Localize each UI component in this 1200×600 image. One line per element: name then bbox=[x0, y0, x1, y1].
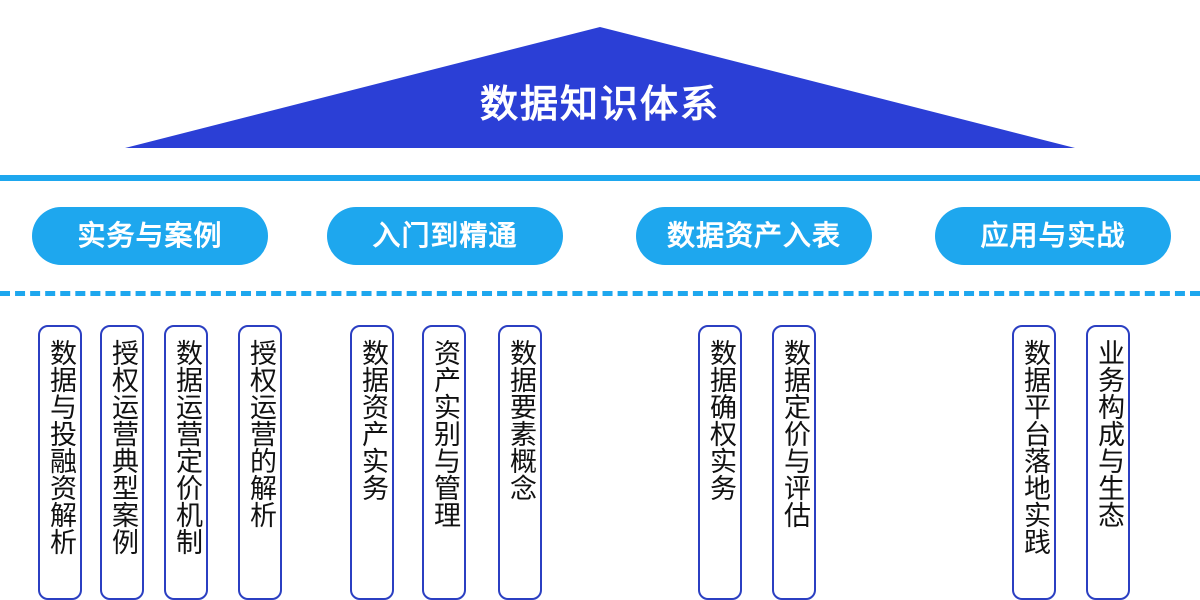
topic-text: 数据运营定价机制 bbox=[171, 339, 202, 555]
topic-box: 数据与投融资解析 bbox=[38, 325, 82, 600]
topic-text: 数据与投融资解析 bbox=[45, 339, 76, 555]
topic-text: 资产实别与管理 bbox=[429, 339, 460, 528]
solid-divider bbox=[0, 175, 1200, 181]
topic-box: 授权运营典型案例 bbox=[100, 325, 144, 600]
roof-triangle bbox=[125, 27, 1075, 148]
dashed-divider bbox=[0, 291, 1200, 296]
topic-box: 数据确权实务 bbox=[698, 325, 742, 600]
topic-text: 数据资产实务 bbox=[357, 339, 388, 501]
topic-text: 业务构成与生态 bbox=[1093, 339, 1124, 528]
topic-box: 数据定价与评估 bbox=[772, 325, 816, 600]
topic-text: 数据定价与评估 bbox=[779, 339, 810, 528]
topic-box: 授权运营的解析 bbox=[238, 325, 282, 600]
category-pill: 数据资产入表 bbox=[636, 207, 872, 265]
topic-text: 授权运营典型案例 bbox=[107, 339, 138, 555]
category-pill: 入门到精通 bbox=[327, 207, 563, 265]
topic-box: 数据运营定价机制 bbox=[164, 325, 208, 600]
category-pill: 应用与实战 bbox=[935, 207, 1171, 265]
category-pill: 实务与案例 bbox=[32, 207, 268, 265]
topic-text: 数据确权实务 bbox=[705, 339, 736, 501]
topic-box: 业务构成与生态 bbox=[1086, 325, 1130, 600]
topic-box: 数据资产实务 bbox=[350, 325, 394, 600]
topic-text: 数据平台落地实践 bbox=[1019, 339, 1050, 555]
topic-box: 数据要素概念 bbox=[498, 325, 542, 600]
topic-box: 资产实别与管理 bbox=[422, 325, 466, 600]
topic-text: 数据要素概念 bbox=[505, 339, 536, 501]
diagram-title: 数据知识体系 bbox=[479, 82, 720, 126]
topic-box: 数据平台落地实践 bbox=[1012, 325, 1056, 600]
topic-text: 授权运营的解析 bbox=[245, 339, 276, 528]
